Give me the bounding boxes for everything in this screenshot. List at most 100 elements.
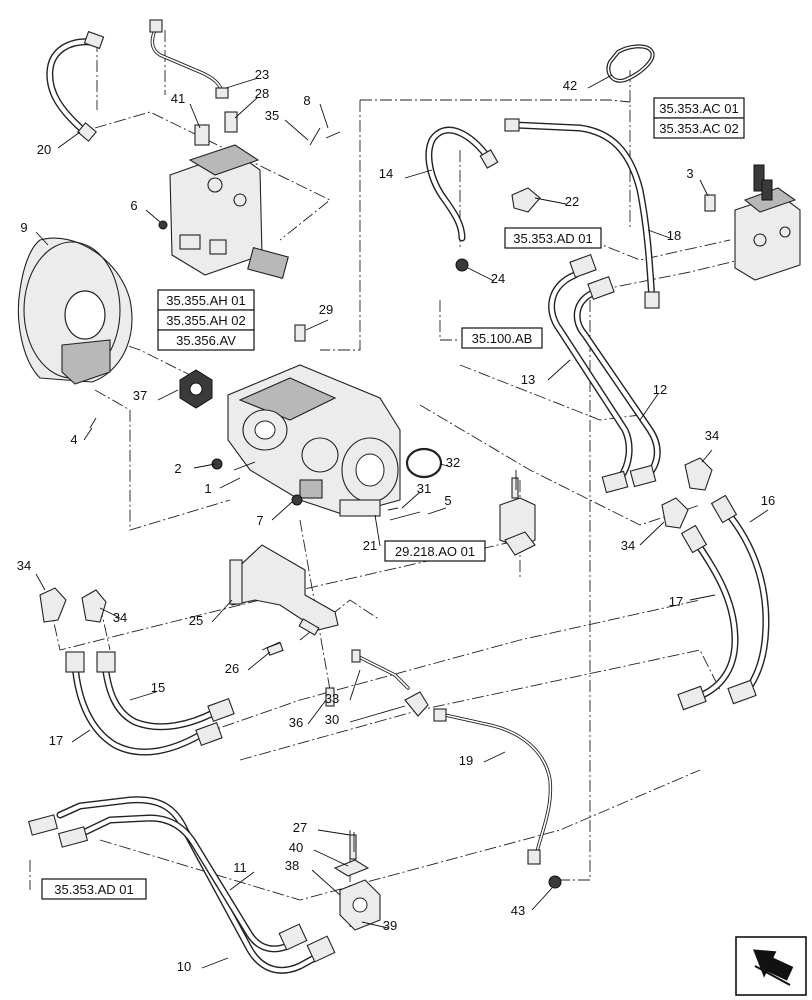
callout-19: 19 bbox=[459, 753, 473, 768]
leader-line bbox=[311, 869, 341, 896]
leader-line bbox=[35, 231, 49, 246]
reference-box-frame bbox=[157, 329, 255, 351]
leader-line bbox=[193, 463, 216, 469]
callout-14: 14 bbox=[379, 166, 393, 181]
reference-code: 35.355.AH 01 bbox=[166, 293, 246, 308]
callout-40: 40 bbox=[289, 840, 303, 855]
callout-17: 17 bbox=[49, 733, 63, 748]
callout-28: 28 bbox=[255, 86, 269, 101]
reference-code: 35.353.AC 01 bbox=[659, 101, 739, 116]
leader-line bbox=[699, 179, 709, 197]
callout-6: 6 bbox=[130, 198, 137, 213]
hoses-15-17-left bbox=[65, 651, 235, 756]
callout-38: 38 bbox=[285, 858, 299, 873]
reference-box-frame bbox=[384, 540, 486, 562]
leader-line bbox=[317, 829, 351, 836]
fittings bbox=[39, 111, 716, 889]
reference-box[interactable]: 35.100.AB bbox=[461, 327, 543, 349]
leader-line bbox=[35, 573, 46, 591]
leader-line bbox=[247, 651, 271, 671]
leader-line bbox=[83, 427, 93, 441]
reference-box[interactable]: 35.353.AC 01 bbox=[653, 97, 745, 119]
callout-31: 31 bbox=[417, 481, 431, 496]
leader-line bbox=[211, 599, 233, 623]
reference-box[interactable]: 35.355.AH 02 bbox=[157, 309, 255, 331]
reference-box[interactable]: 35.355.AH 01 bbox=[157, 289, 255, 311]
callout-17: 17 bbox=[669, 594, 683, 609]
callout-13: 13 bbox=[521, 372, 535, 387]
reference-box[interactable]: 35.353.AD 01 bbox=[41, 878, 147, 900]
reference-code: 35.100.AB bbox=[472, 331, 533, 346]
reference-code: 35.353.AC 02 bbox=[659, 121, 739, 136]
leader-line bbox=[271, 501, 293, 521]
leader-line bbox=[71, 729, 91, 743]
bracket-plate-right bbox=[499, 477, 536, 556]
pump-assembly bbox=[227, 364, 401, 517]
reference-box-frame bbox=[461, 327, 543, 349]
reference-box-frame bbox=[41, 878, 147, 900]
callout-1: 1 bbox=[204, 481, 211, 496]
next-page-arrow-icon[interactable] bbox=[735, 936, 807, 996]
reference-code: 35.356.AV bbox=[176, 333, 236, 348]
leader-line bbox=[531, 887, 553, 911]
callout-29: 29 bbox=[319, 302, 333, 317]
leader-line bbox=[361, 921, 389, 929]
leader-line bbox=[639, 521, 665, 546]
reference-box[interactable]: 29.218.AO 01 bbox=[384, 540, 486, 562]
leader-line bbox=[439, 463, 449, 467]
callout-34: 34 bbox=[113, 610, 127, 625]
reference-box-frame bbox=[653, 117, 745, 139]
leader-line bbox=[284, 119, 309, 141]
reference-box[interactable]: 35.353.AC 02 bbox=[653, 117, 745, 139]
leader-line bbox=[401, 491, 421, 509]
reference-box[interactable]: 35.353.AD 01 bbox=[504, 227, 602, 249]
coupling-37 bbox=[179, 369, 213, 409]
callout-5: 5 bbox=[444, 493, 451, 508]
reference-code: 29.218.AO 01 bbox=[395, 544, 475, 559]
callout-41: 41 bbox=[171, 91, 185, 106]
leader-line bbox=[319, 103, 329, 129]
callout-33: 33 bbox=[325, 691, 339, 706]
callout-11: 11 bbox=[233, 860, 247, 875]
leader-line bbox=[483, 751, 506, 763]
hose-19 bbox=[433, 708, 553, 865]
tube-33 bbox=[353, 653, 410, 690]
reference-box[interactable]: 35.356.AV bbox=[157, 329, 255, 351]
leader-line bbox=[689, 594, 716, 601]
leader-line bbox=[349, 705, 406, 723]
callout-42: 42 bbox=[563, 78, 577, 93]
tubes-10-11 bbox=[27, 796, 336, 974]
leader-line bbox=[189, 103, 201, 129]
callout-34: 34 bbox=[17, 558, 31, 573]
leader-line bbox=[234, 96, 259, 119]
leader-line bbox=[547, 359, 571, 381]
leader-line bbox=[639, 393, 659, 421]
callout-12: 12 bbox=[653, 382, 667, 397]
leader-line bbox=[157, 389, 179, 401]
leader-line bbox=[427, 507, 447, 515]
hose-20 bbox=[46, 30, 105, 142]
callout-10: 10 bbox=[177, 959, 191, 974]
leader-line bbox=[701, 449, 713, 463]
callout-34: 34 bbox=[621, 538, 635, 553]
reference-code: 35.355.AH 02 bbox=[166, 313, 246, 328]
callout-9: 9 bbox=[20, 220, 27, 235]
reference-boxes: 35.353.AC 01 35.353.AC 02 35.353.AD 01 35.3… bbox=[41, 97, 745, 900]
valve-block-right bbox=[734, 164, 801, 281]
bolts bbox=[89, 127, 517, 852]
hose-14-18 bbox=[425, 118, 660, 309]
o-ring-32 bbox=[405, 447, 443, 479]
callout-35: 35 bbox=[265, 108, 279, 123]
leader-line bbox=[313, 849, 349, 867]
callout-15: 15 bbox=[151, 680, 165, 695]
leader-line bbox=[201, 957, 229, 969]
leader-line bbox=[534, 197, 567, 205]
callout-36: 36 bbox=[289, 715, 303, 730]
callout-43: 43 bbox=[511, 903, 525, 918]
callout-4: 4 bbox=[70, 432, 77, 447]
callout-leaders bbox=[35, 74, 769, 969]
leader-line bbox=[129, 691, 157, 701]
callout-21: 21 bbox=[363, 538, 377, 553]
